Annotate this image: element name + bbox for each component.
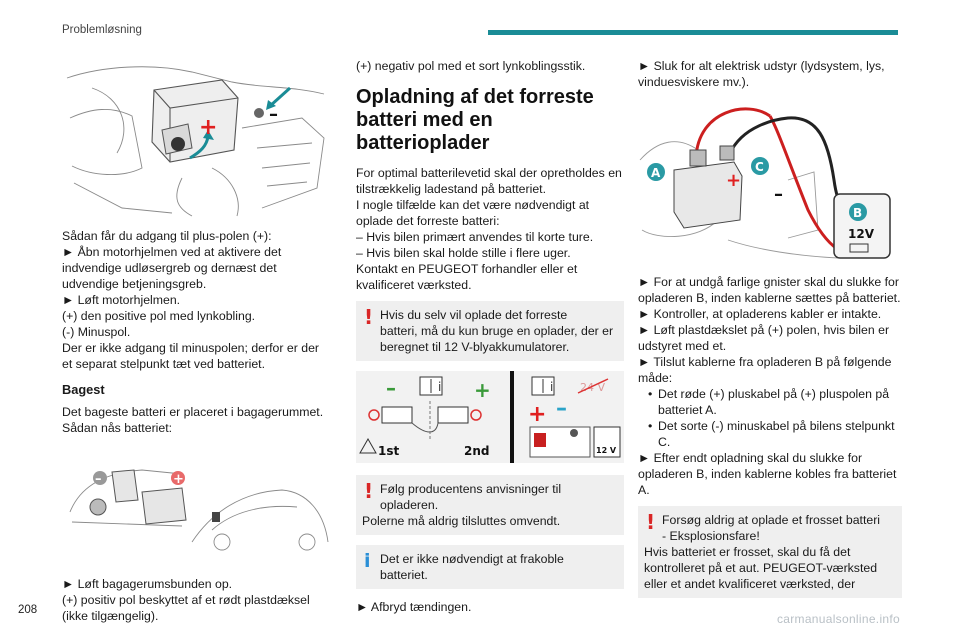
- warning-1-text-rest: batteri, må du kun bruge en oplader, der…: [380, 324, 614, 354]
- frozen-warning-rest: - Eksplosionsfare!: [662, 529, 760, 543]
- warning-1-text-first: Hvis du selv vil oplade det forreste: [380, 308, 568, 322]
- label-b-badge: [849, 203, 867, 221]
- rear-plus-pole-line: (+) positiv pol beskyttet af et rødt pla…: [62, 593, 310, 623]
- label-a-badge: [647, 163, 665, 181]
- rear-battery-illustration: – +: [62, 452, 332, 552]
- rear-minus-badge: [93, 471, 107, 485]
- plus-terminal-marker: +: [199, 115, 217, 140]
- column-middle: (+) negativ pol med et sort lynkoblingss…: [356, 58, 624, 615]
- sub-step-black-text: Det sorte (-) minuskabel på bilens stelp…: [658, 419, 895, 449]
- page-number: 208: [18, 604, 38, 616]
- frozen-warning-extra: Hvis batteriet er frosset, skal du få de…: [644, 545, 878, 591]
- plus-pole-line: (+) den positive pol med lynkobling.: [62, 308, 332, 324]
- info-text-first: Det er ikke nødvendigt at frakoble: [380, 552, 564, 566]
- charging-dash-1: – Hvis bilen primært anvendes til korte …: [356, 230, 594, 244]
- rear-plus-marker: +: [173, 472, 184, 487]
- warning-notice-manufacturer: ! Følg producentens anvisninger til opla…: [356, 475, 624, 535]
- heading-charging-front-battery: Opladning af det forreste batteri med en…: [356, 86, 594, 154]
- charging-sequence-illustration: i – + 1st 2nd i 24 V + –: [356, 371, 624, 463]
- info-notice-disconnect: i Det er ikke nødvendigt at frakoble bat…: [356, 545, 624, 589]
- warning-notice-charger: ! Hvis du selv vil oplade det forreste b…: [356, 301, 624, 361]
- warning-icon: !: [364, 479, 374, 503]
- ground-point: [254, 108, 264, 118]
- warning-icon: !: [364, 305, 374, 329]
- step-switch-off-equipment: ► Sluk for alt elektrisk udstyr (lydsyst…: [638, 59, 885, 89]
- label-a: A: [651, 166, 661, 180]
- sub-step-black-cable: •Det sorte (-) minuskabel på bilens stel…: [648, 419, 895, 449]
- info-text-rest: batteriet.: [380, 568, 428, 582]
- step-open-hood: ► Åbn motorhjelmen ved at aktivere det i…: [62, 245, 282, 291]
- info-icon: i: [364, 550, 371, 572]
- frozen-warning-first: Forsøg aldrig at oplade et frosset batte…: [662, 513, 881, 527]
- sub-step-red-cable: •Det røde (+) pluskabel på (+) pluspolen…: [648, 387, 890, 417]
- label-b: B: [853, 206, 862, 220]
- label-24v: 24 V: [580, 381, 605, 394]
- charger-12v-label: 12V: [848, 227, 875, 241]
- label-1st: 1st: [378, 444, 399, 458]
- rear-ground-point: [89, 498, 107, 516]
- engine-bay-drawing: + –: [66, 66, 325, 217]
- label-c: C: [755, 160, 764, 174]
- seq-minus-blue: –: [556, 396, 567, 421]
- label-c-badge: [751, 157, 769, 175]
- step-lift-floor: ► Løft bagagerumsbunden op.: [62, 577, 233, 591]
- engine-battery-illustration: + –: [62, 58, 332, 220]
- header-accent-bar: [488, 30, 898, 35]
- negative-pole-line: (+) negativ pol med et sort lynkoblingss…: [356, 59, 586, 73]
- column-right: ► Sluk for alt elektrisk udstyr (lydsyst…: [638, 58, 902, 608]
- watermark: carmanualsonline.info: [776, 612, 900, 626]
- warning-notice-frozen: ! Forsøg aldrig at oplade et frosset bat…: [638, 506, 902, 598]
- charger-plus-marker: +: [726, 170, 741, 191]
- warning-2-text-rest: opladeren.: [380, 498, 439, 512]
- warning-icon: !: [646, 510, 656, 534]
- step-ignition-off: ► Afbryd tændingen.: [356, 600, 472, 614]
- warning-2-text-extra: Polerne må aldrig tilsluttes omvendt.: [362, 514, 561, 528]
- step-after-charging: ► Efter endt opladning skal du slukke fo…: [638, 451, 897, 497]
- info-glyph-1: i: [438, 380, 441, 394]
- heading-rear: Bagest: [62, 382, 105, 397]
- charging-para-2: I nogle tilfælde kan det være nødvendigt…: [356, 198, 590, 228]
- rear-battery-drawing: – +: [69, 469, 329, 551]
- plus-pole-text: (+) den positive pol med lynkobling.: [62, 309, 256, 323]
- charging-para-3: Kontakt en PEUGEOT forhandler eller et k…: [356, 262, 578, 292]
- rear-plus-badge: [171, 471, 185, 485]
- charging-sequence-drawing: i – + 1st 2nd i 24 V + –: [356, 371, 624, 463]
- seq-minus-green: –: [386, 376, 396, 400]
- info-glyph-2: i: [550, 380, 553, 394]
- column-left: + – Sådan får du adgang til plus-polen (…: [62, 58, 332, 624]
- seq-plus-green: +: [474, 378, 491, 402]
- step-avoid-sparks: ► For at undgå farlige gnister skal du s…: [638, 275, 901, 305]
- charger-minus-marker: –: [774, 184, 783, 205]
- step-connect-cables: ► Tilslut kablerne fra opladeren B på fø…: [638, 355, 892, 385]
- charging-dash-2: – Hvis bilen skal holde stille i flere u…: [356, 246, 571, 260]
- plus-access-intro: Sådan får du adgang til plus-polen (+):: [62, 229, 272, 243]
- label-2nd: 2nd: [464, 444, 489, 458]
- rear-battery-text: Det bageste batteri er placeret i bagage…: [62, 405, 324, 435]
- warning-2-text-first: Følg producentens anvisninger til: [380, 482, 562, 496]
- charging-para-1: For optimal batterilevetid skal der opre…: [356, 166, 622, 196]
- battery-terminal-cap: [171, 137, 185, 151]
- label-12v-charger: 12 V: [596, 446, 617, 455]
- step-lift-hood: ► Løft motorhjelmen.: [62, 293, 181, 307]
- seq-plus-red: +: [528, 402, 546, 427]
- section-title: Problemløsning: [62, 24, 142, 36]
- sub-step-red-text: Det røde (+) pluskabel på (+) pluspolen …: [658, 387, 890, 417]
- rear-minus-marker: –: [95, 472, 102, 487]
- charger-box: [833, 193, 891, 259]
- no-access-note: Der er ikke adgang til minuspolen; derfo…: [62, 341, 319, 371]
- charger-connection-drawing: + – A C B 12V: [639, 107, 891, 259]
- minus-ground-marker: –: [269, 104, 278, 125]
- charger-connection-illustration: + – A C B 12V: [638, 100, 902, 270]
- step-lift-cover: ► Løft plastdækslet på (+) polen, hvis b…: [638, 323, 890, 353]
- minus-pole-line: (-) Minuspol.: [62, 325, 131, 339]
- step-check-cables: ► Kontroller, at opladerens kabler er in…: [638, 307, 882, 321]
